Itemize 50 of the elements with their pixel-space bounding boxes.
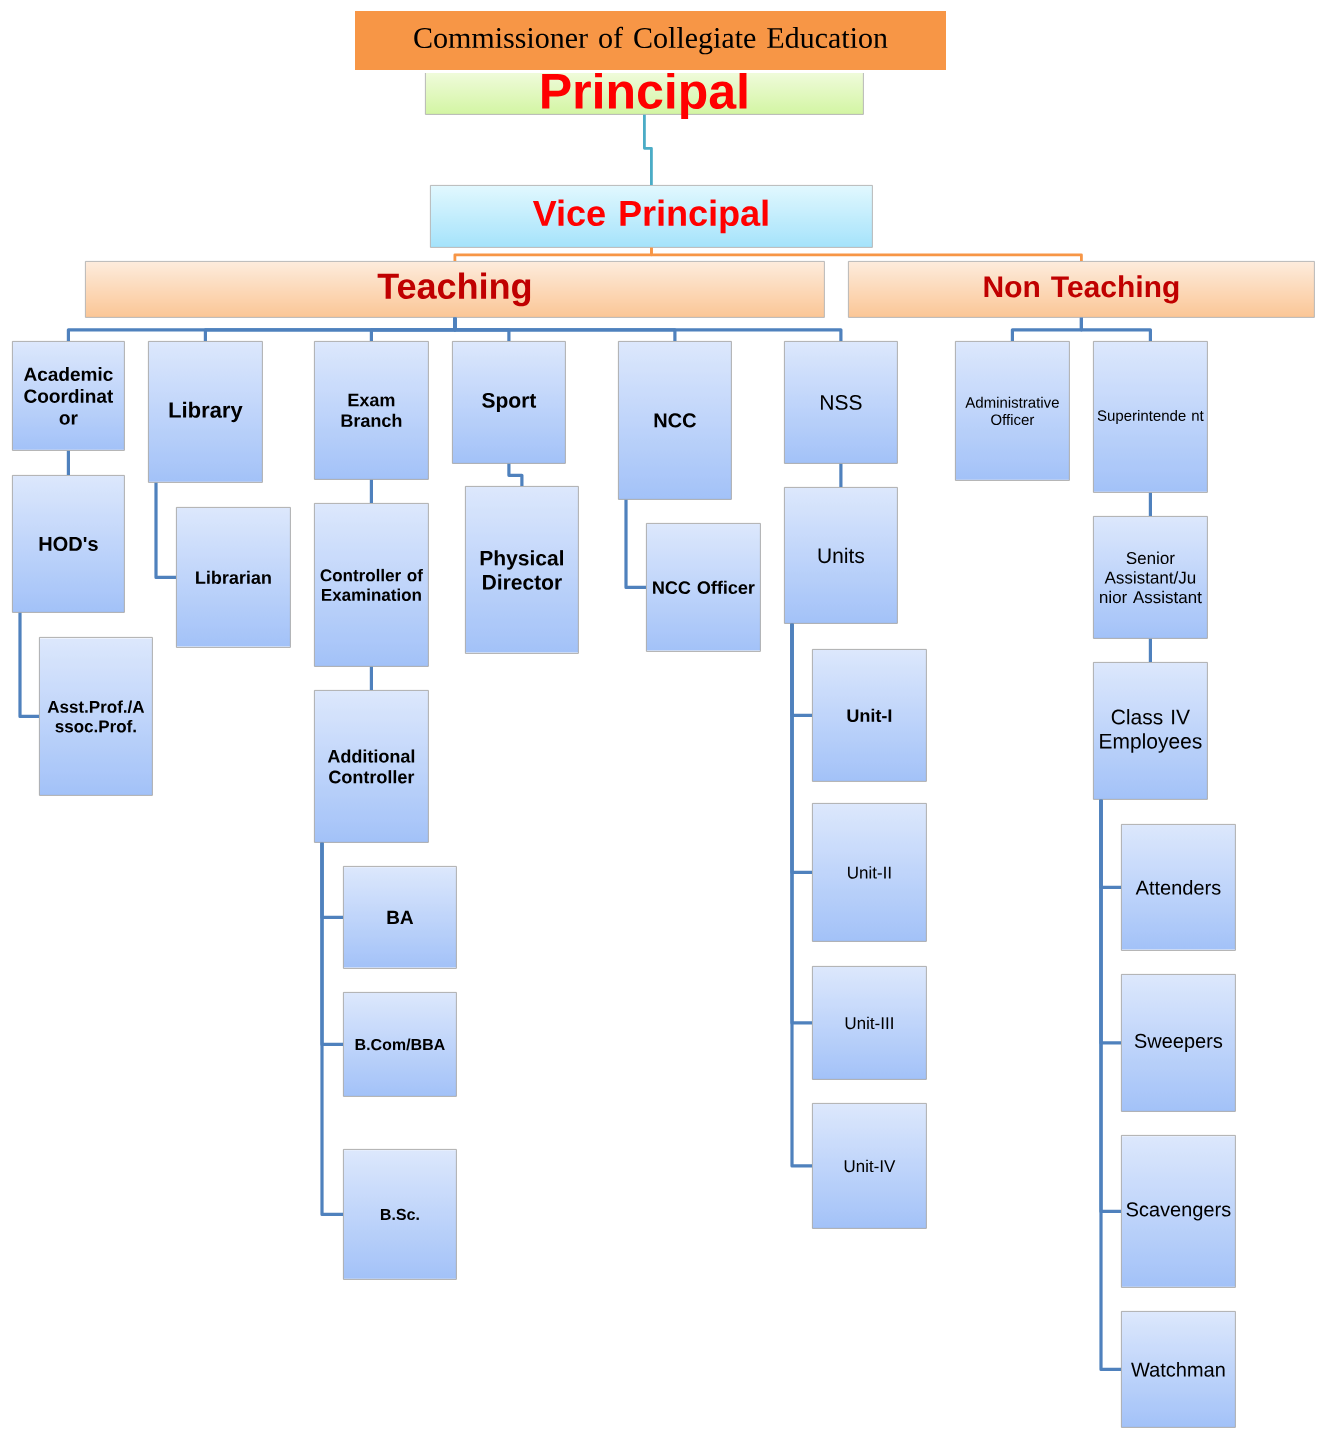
connector — [643, 114, 653, 185]
org-box: Controller of Examination — [314, 503, 429, 667]
org-box: Unit-IV — [812, 1103, 927, 1229]
org-box: NCC — [618, 341, 732, 500]
org-box: Sweepers — [1121, 974, 1236, 1112]
org-box: Class IV Employees — [1093, 662, 1208, 800]
org-box: Library — [148, 341, 263, 483]
connector — [650, 247, 1083, 261]
category-box: Teaching — [85, 261, 825, 318]
org-box: Administrative Officer — [955, 341, 1070, 481]
connector — [18, 612, 39, 718]
connector — [507, 463, 524, 486]
connector — [839, 463, 843, 487]
org-box: Scavengers — [1121, 1135, 1236, 1288]
org-box: NSS — [784, 341, 898, 464]
connector — [154, 482, 176, 579]
connector — [1148, 492, 1152, 516]
org-box: BA — [343, 866, 457, 969]
org-box: Physical Director — [465, 486, 579, 654]
org-box: Exam Branch — [314, 341, 429, 480]
org-box: Asst.Prof./A ssoc.Prof. — [39, 637, 153, 796]
org-box: Academic Coordinat or — [12, 341, 125, 451]
title-banner: Commissioner of Collegiate Education — [352, 8, 949, 73]
org-box: NCC Officer — [646, 523, 761, 652]
org-box: Unit-III — [812, 966, 927, 1080]
org-box: Librarian — [176, 507, 291, 648]
org-box: Senior Assistant/Ju nior Assistant — [1093, 516, 1208, 639]
org-box: Attenders — [1121, 824, 1236, 951]
connector — [790, 623, 812, 1168]
org-box: Watchman — [1121, 1311, 1236, 1428]
org-box: B.Sc. — [343, 1149, 457, 1280]
connector — [624, 499, 646, 589]
org-box: Additional Controller — [314, 690, 429, 843]
org-box: Unit-II — [812, 803, 927, 942]
org-box: Units — [784, 487, 898, 624]
org-box: Sport — [452, 341, 566, 464]
connector — [453, 317, 843, 341]
connector — [66, 450, 70, 475]
org-box: Superintende nt — [1093, 341, 1208, 493]
connector — [369, 479, 373, 503]
connector — [320, 842, 343, 1216]
connector — [1099, 799, 1121, 1371]
connector — [1079, 317, 1152, 341]
connector — [369, 666, 373, 690]
org-box: Unit-I — [812, 649, 927, 782]
connector — [1148, 638, 1152, 662]
org-box: HOD's — [12, 475, 125, 613]
org-box: B.Com/BBA — [343, 992, 457, 1097]
vice-principal-box: Vice Principal — [430, 185, 873, 248]
category-box: Non Teaching — [848, 261, 1315, 318]
